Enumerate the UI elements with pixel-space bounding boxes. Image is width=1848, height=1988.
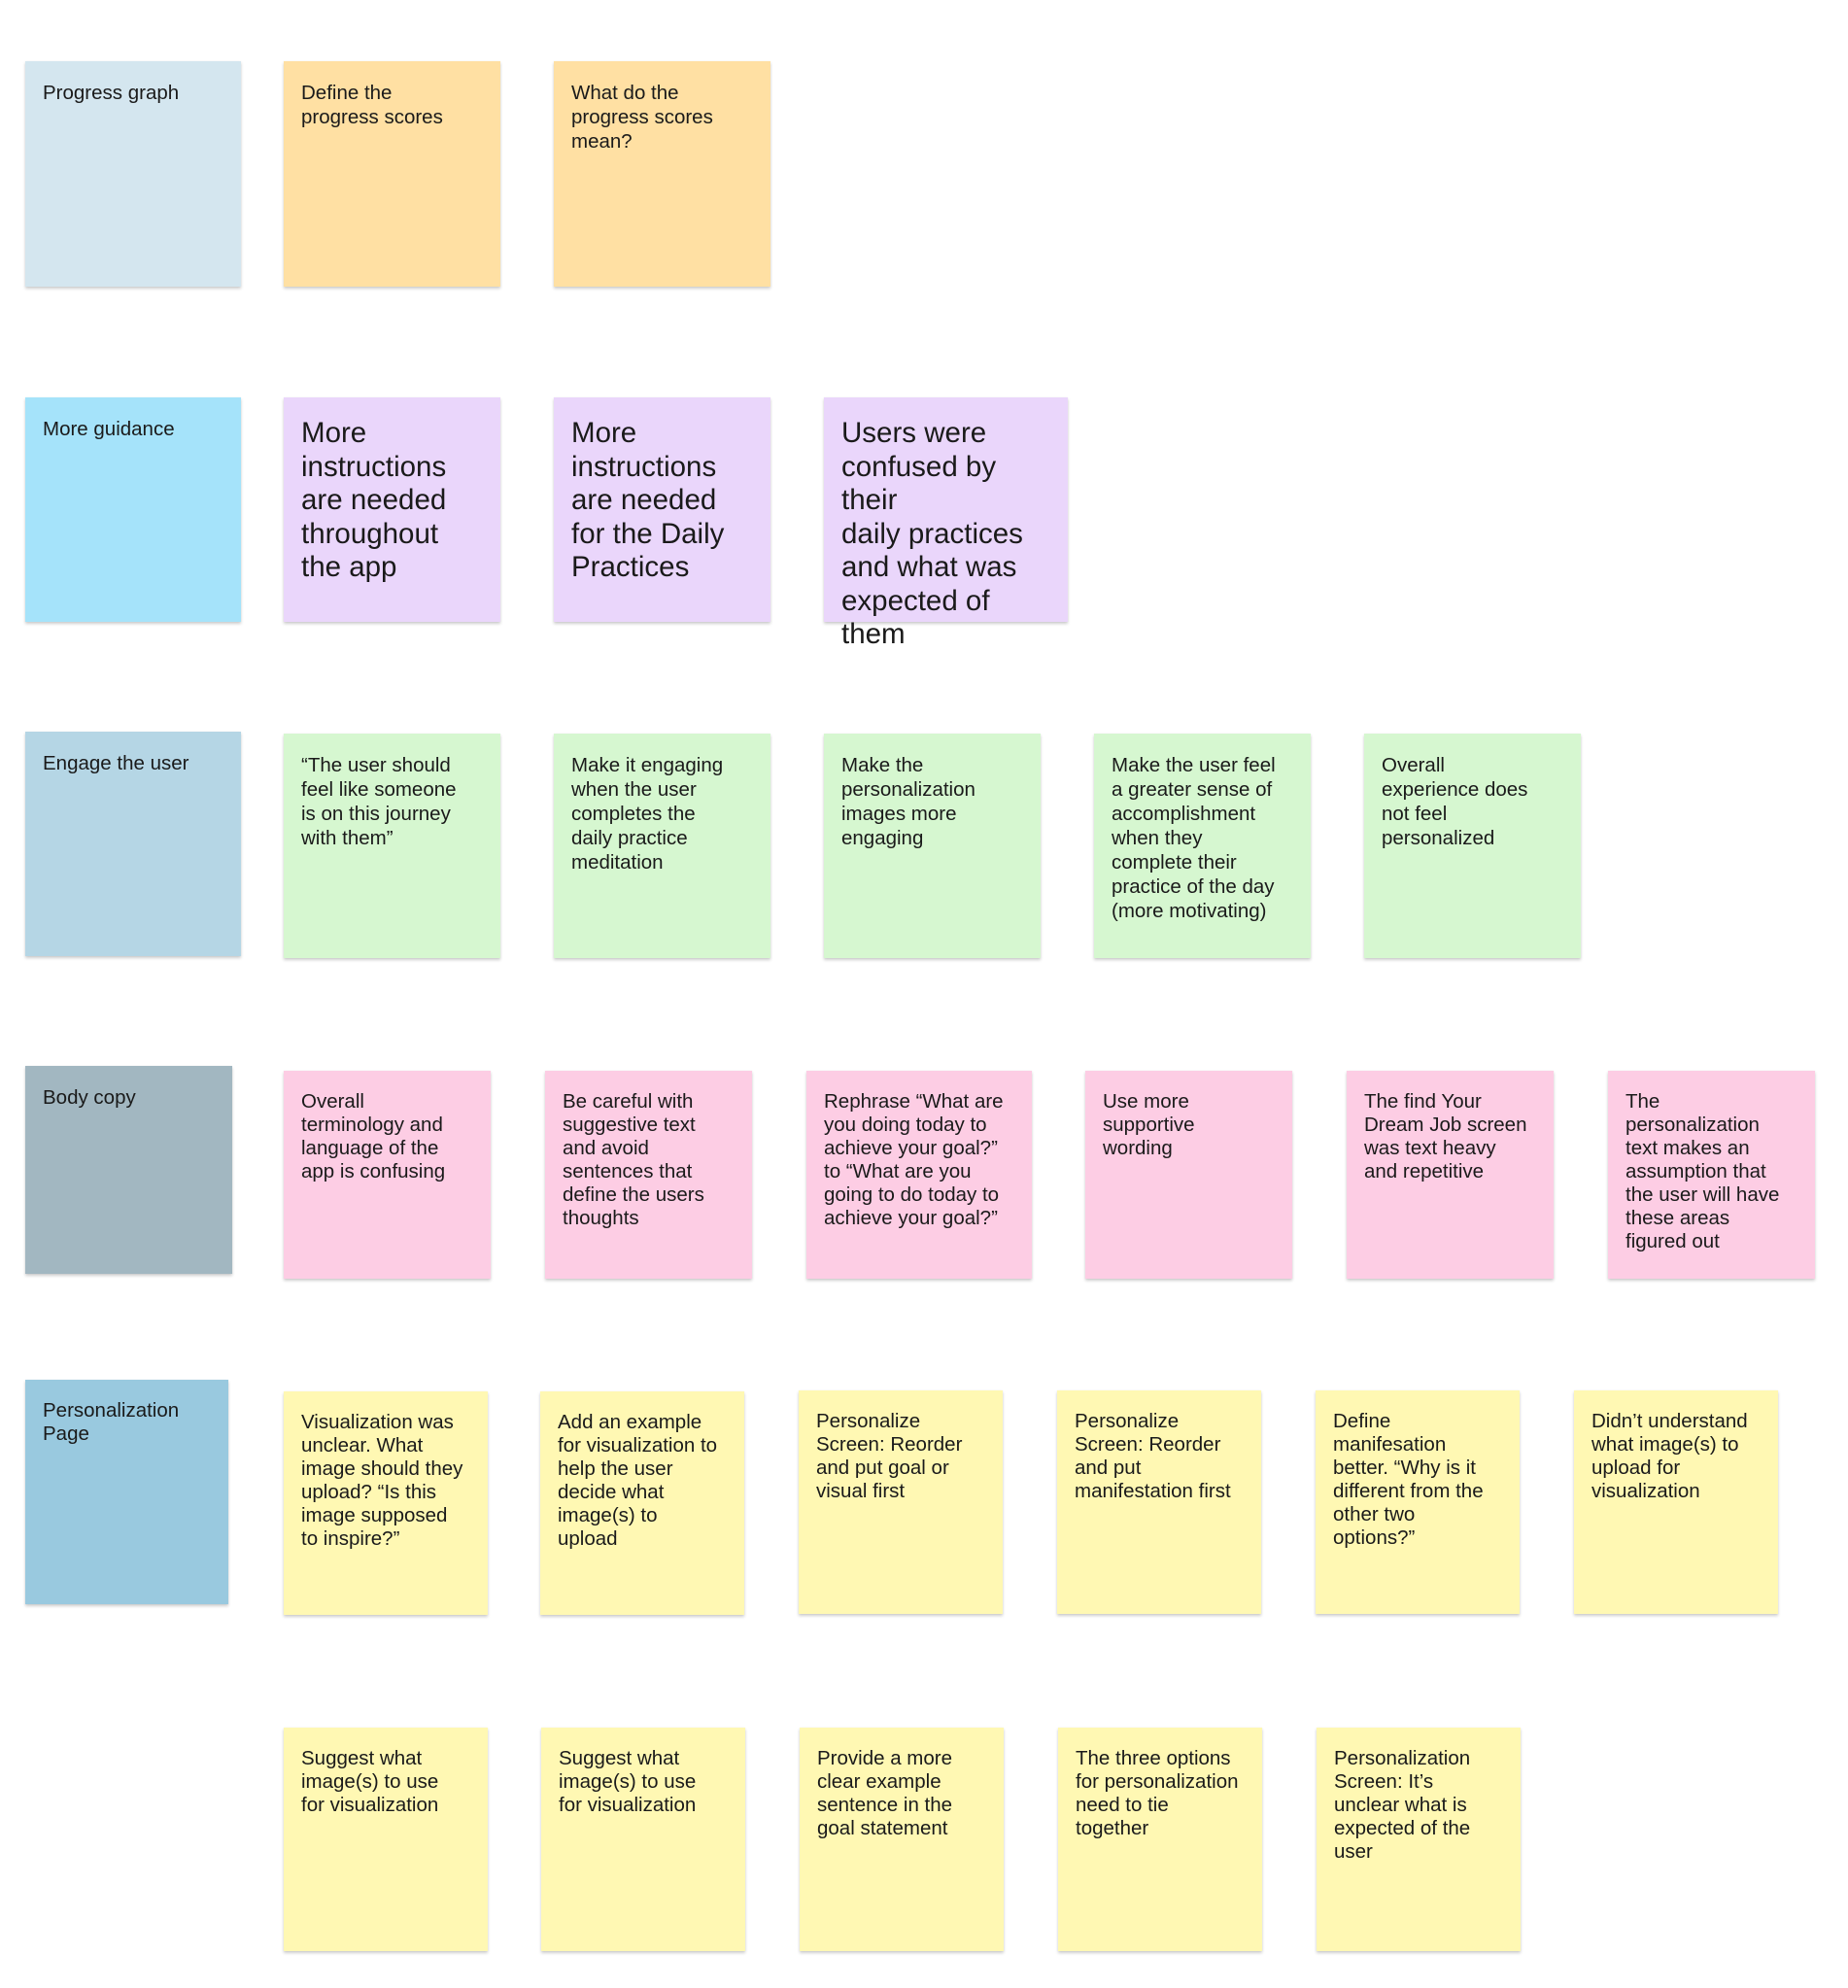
sticky-note[interactable]: Add an example for visualization to help…: [540, 1391, 744, 1615]
group-header-personalization-page[interactable]: Personalization Page: [25, 1380, 228, 1604]
group-header-engage-the-user[interactable]: Engage the user: [25, 732, 241, 956]
sticky-note[interactable]: What do the progress scores mean?: [554, 61, 770, 287]
sticky-note[interactable]: “The user should feel like someone is on…: [284, 734, 500, 958]
sticky-note[interactable]: Visualization was unclear. What image sh…: [284, 1391, 488, 1615]
sticky-note[interactable]: Provide a more clear example sentence in…: [800, 1728, 1004, 1951]
sticky-note[interactable]: Define manifesation better. “Why is it d…: [1316, 1390, 1520, 1614]
sticky-note[interactable]: Make the user feel a greater sense of ac…: [1094, 734, 1311, 958]
sticky-note[interactable]: Rephrase “What are you doing today to ac…: [806, 1071, 1032, 1279]
group-header-more-guidance[interactable]: More guidance: [25, 397, 241, 622]
sticky-note[interactable]: Personalize Screen: Reorder and put mani…: [1057, 1390, 1261, 1614]
sticky-note[interactable]: Suggest what image(s) to use for visuali…: [284, 1728, 488, 1951]
sticky-note[interactable]: Overall terminology and language of the …: [284, 1071, 491, 1279]
sticky-note[interactable]: Make the personalization images more eng…: [824, 734, 1041, 958]
sticky-note[interactable]: Personalize Screen: Reorder and put goal…: [799, 1390, 1003, 1614]
sticky-note[interactable]: Didn’t understand what image(s) to uploa…: [1574, 1390, 1778, 1614]
sticky-note[interactable]: The find Your Dream Job screen was text …: [1347, 1071, 1554, 1279]
group-header-progress-graph[interactable]: Progress graph: [25, 61, 241, 287]
sticky-note[interactable]: The personalization text makes an assump…: [1608, 1071, 1815, 1279]
sticky-note[interactable]: Users were confused by their daily pract…: [824, 397, 1068, 650]
group-header-body-copy[interactable]: Body copy: [25, 1066, 232, 1274]
sticky-note[interactable]: More instructions are needed throughout …: [284, 397, 500, 622]
sticky-note[interactable]: Make it engaging when the user completes…: [554, 734, 770, 958]
sticky-note[interactable]: Be careful with suggestive text and avoi…: [545, 1071, 752, 1279]
sticky-note[interactable]: Personalization Screen: It’s unclear wha…: [1317, 1728, 1521, 1951]
sticky-note[interactable]: Use more supportive wording: [1085, 1071, 1292, 1279]
sticky-note[interactable]: More instructions are needed for the Dai…: [554, 397, 770, 622]
sticky-note[interactable]: Overall experience does not feel persona…: [1364, 734, 1581, 958]
sticky-note[interactable]: Suggest what image(s) to use for visuali…: [541, 1728, 745, 1951]
sticky-note[interactable]: The three options for personalization ne…: [1058, 1728, 1262, 1951]
sticky-note[interactable]: Define the progress scores: [284, 61, 500, 287]
